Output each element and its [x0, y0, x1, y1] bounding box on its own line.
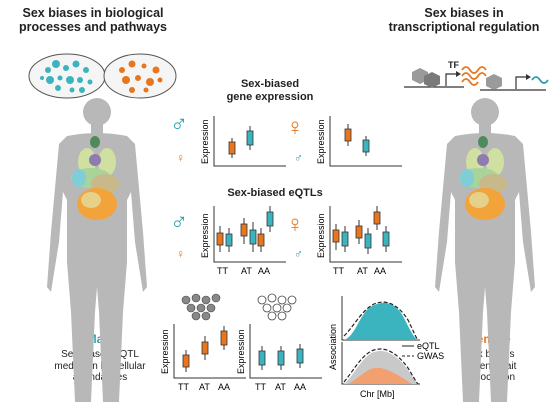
male-caption-line: abundances [72, 372, 128, 383]
axis-label-expression: Expression [200, 119, 210, 164]
genotype-tick-label: AT [275, 382, 286, 392]
female-organs [459, 136, 507, 220]
box-plot-box [364, 228, 372, 254]
genotype-tick-label: AA [258, 266, 270, 276]
cell-abundance-icon-gray [181, 293, 221, 321]
legend-gwas-label: GWAS [417, 351, 444, 361]
axis-label-expression: Expression [316, 213, 326, 258]
genotype-tick-label: TT [217, 266, 228, 276]
legend-eqtl-label: eQTL [417, 341, 440, 351]
box-plot-box [332, 224, 340, 250]
female-symbol-icon: ♀ [176, 247, 185, 261]
genotype-tick-label: TT [333, 266, 344, 276]
transcription-factor-icon [404, 66, 549, 91]
male-caption: Sex-biased eQTL mediation by cellular ab… [25, 349, 175, 384]
box-plot-box [182, 350, 190, 372]
eqtl-plot-female: Expression TT AT AA [316, 206, 402, 276]
axis-label-expression: Expression [160, 329, 170, 374]
box-plot-box [277, 346, 285, 370]
gwas-curve [343, 301, 419, 341]
right-heading: Sex biases in transcriptional regulation [378, 6, 550, 35]
box-plot-box [216, 226, 224, 252]
female-body [435, 98, 535, 402]
box-plot-box [249, 222, 257, 252]
box-plot-box [266, 206, 274, 232]
box-plot-box [362, 136, 370, 156]
female-symbol-icon: ♀ [286, 114, 304, 141]
mediation-plot-orange: Expression TT AT AA [160, 324, 246, 392]
left-heading-line1: Sex biases in biological [22, 6, 164, 20]
box-plot-box [296, 344, 304, 368]
expression-plot-male: Expression [200, 116, 286, 167]
tf-label: TF [448, 60, 459, 70]
axis-label-association: Association [328, 324, 338, 370]
box-plot-box [258, 346, 266, 370]
left-heading-line2: processes and pathways [19, 20, 167, 35]
expression-heading-line1: Sex-biased [240, 78, 300, 90]
box-plot-box [228, 138, 236, 158]
box-plot-box [225, 228, 233, 252]
eqtl-curve-fill [344, 302, 418, 340]
genotype-tick-label: TT [255, 382, 266, 392]
box-plot-box [257, 228, 265, 252]
cell-abundance-icon-white [257, 293, 297, 321]
male-symbol-icon: ♂ [294, 247, 303, 261]
genotype-tick-label: AT [357, 266, 368, 276]
right-heading-line2: transcriptional regulation [388, 20, 540, 35]
male-cell-cluster [28, 53, 106, 99]
female-symbol-icon: ♀ [176, 151, 185, 165]
genotype-tick-label: AA [294, 382, 306, 392]
box-plot-box [382, 226, 390, 252]
legend: eQTL GWAS [402, 341, 444, 361]
axis-label-chr: Chr [Mb] [360, 389, 395, 399]
genotype-tick-label: TT [178, 382, 189, 392]
male-symbol-icon: ♂ [170, 209, 188, 236]
axis-label-expression: Expression [200, 213, 210, 258]
left-heading: Sex biases in biological processes and p… [8, 6, 178, 35]
box-plot-box [355, 220, 363, 244]
association-plot: Association eQTL GWAS Chr [Mb] [328, 296, 444, 399]
male-symbol-icon: ♂ [294, 151, 303, 165]
expression-plot-female: Expression [316, 116, 402, 167]
right-heading-line1: Sex biases in [424, 6, 504, 20]
male-caption-line: Sex-biased eQTL [61, 349, 139, 360]
box-plot-box [201, 336, 209, 360]
eqtls-heading: Sex-biased eQTLs [227, 187, 323, 199]
genotype-tick-label: AA [218, 382, 230, 392]
male-symbol-icon: ♂ [170, 111, 188, 138]
expression-heading-line2: gene expression [226, 90, 314, 103]
box-plot-box [341, 226, 349, 252]
eqtl-curve-fill-female [348, 367, 412, 384]
box-plot-box [246, 126, 254, 150]
genotype-tick-label: AT [241, 266, 252, 276]
mediation-plot-teal: Expression TT AT AA [236, 324, 322, 392]
gwas-curve [343, 348, 419, 385]
female-cell-cluster [103, 53, 177, 99]
box-plot-box [344, 124, 352, 146]
box-plot-box [240, 218, 248, 244]
axis-label-expression: Expression [236, 329, 246, 374]
male-body [47, 98, 147, 402]
axis-label-expression: Expression [316, 119, 326, 164]
male-organs [71, 136, 119, 220]
female-symbol-icon: ♀ [286, 211, 304, 238]
box-plot-box [220, 326, 228, 350]
expression-heading: Sex-biased gene expression [205, 78, 335, 103]
box-plot-box [373, 206, 381, 230]
eqtl-plot-male: Expression TT AT AA [200, 206, 286, 276]
male-caption-line: mediation by cellular [54, 360, 146, 372]
genotype-tick-label: AA [374, 266, 386, 276]
genotype-tick-label: AT [199, 382, 210, 392]
